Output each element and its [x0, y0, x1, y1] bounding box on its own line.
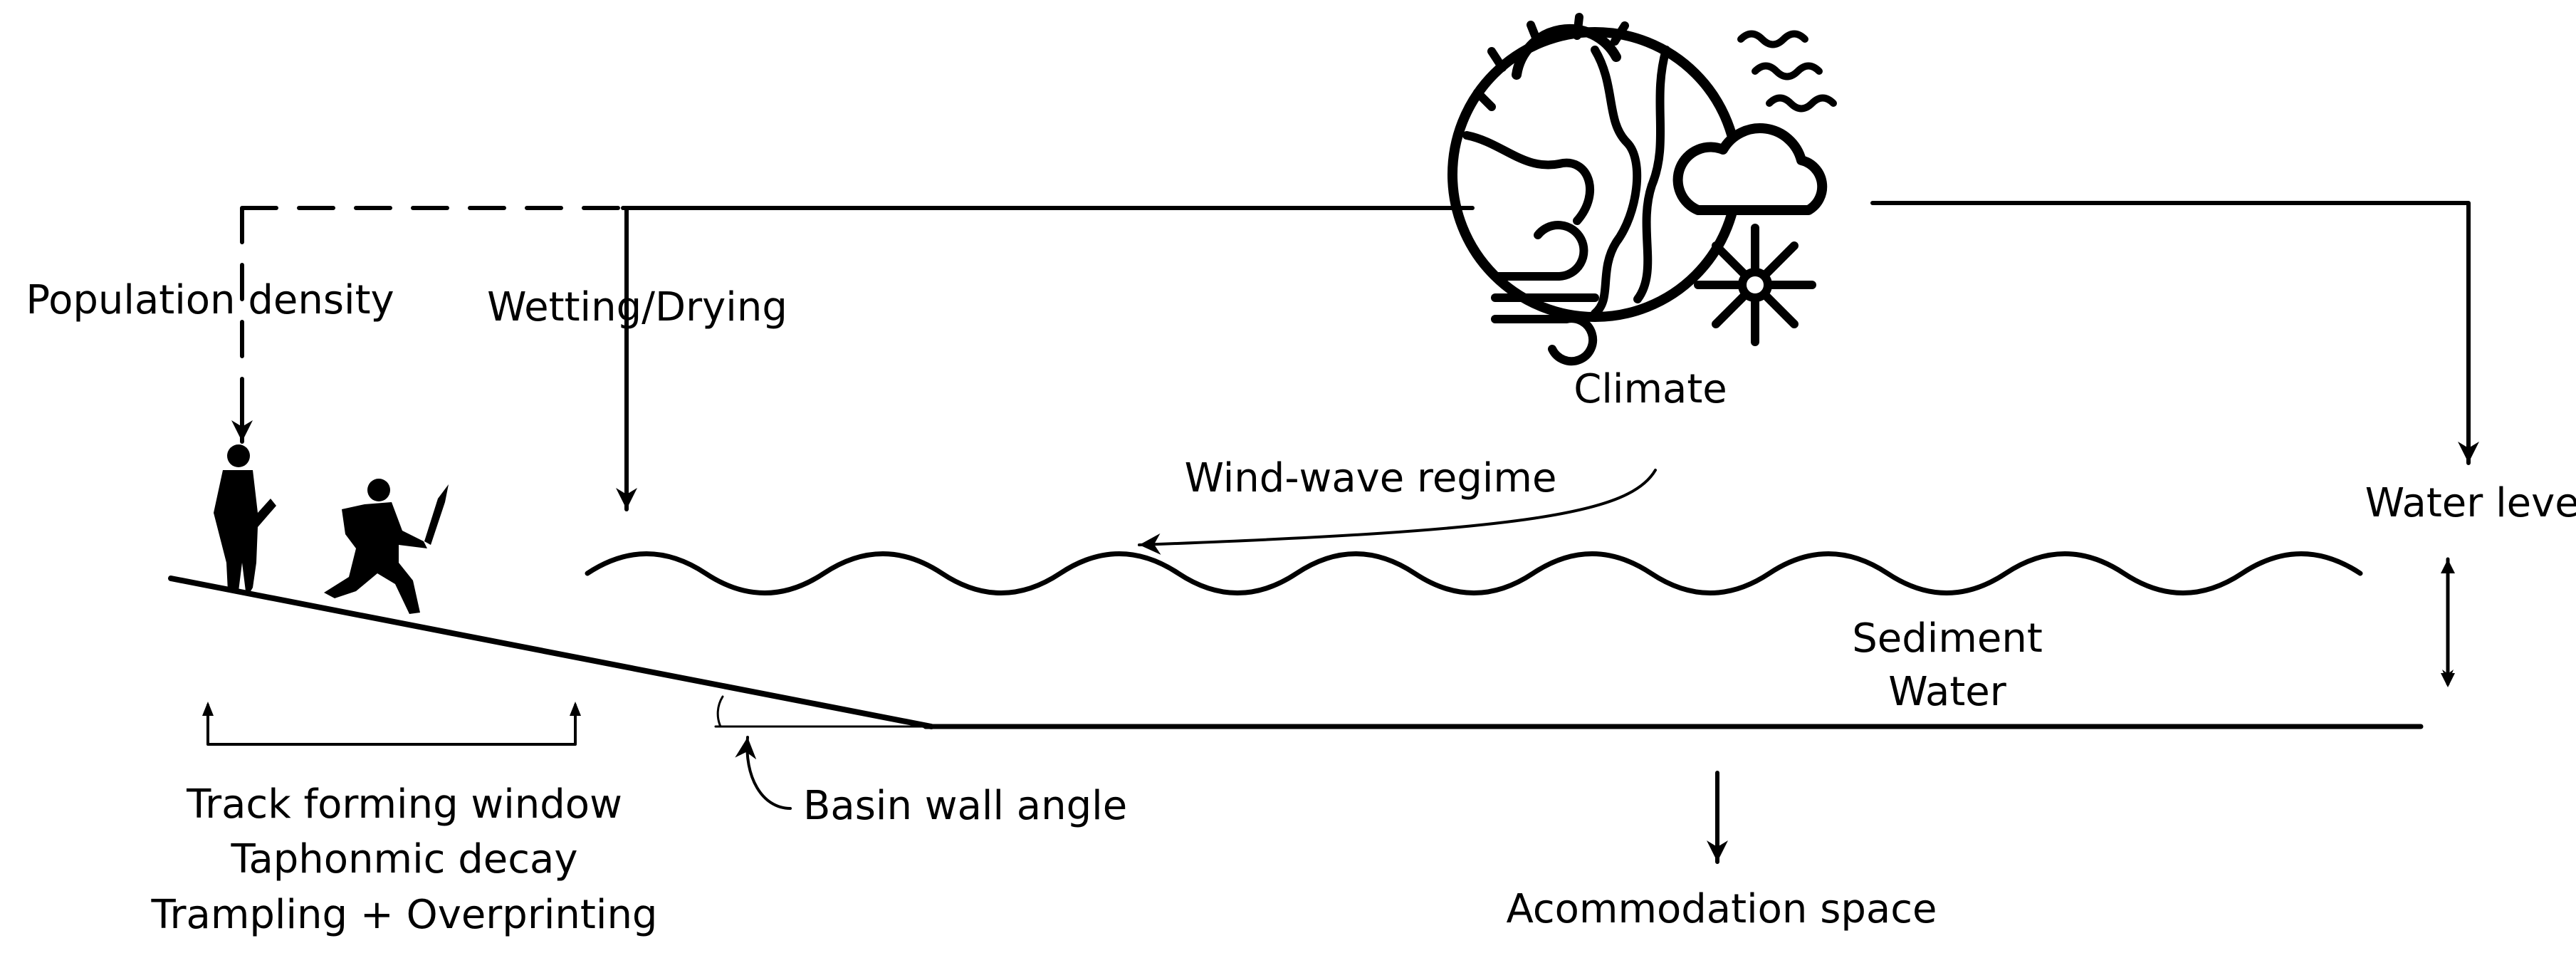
water-label: Water: [1888, 669, 2007, 715]
track-window-bracket: [206, 704, 577, 746]
climate-label: Climate: [1574, 366, 1727, 412]
population-dashed-connector: [240, 206, 625, 429]
water-level-label: Water level: [2365, 480, 2576, 526]
accommodation-space-label: Acommodation space: [1507, 886, 1937, 932]
climate-globe-weather-icon: [1447, 13, 1837, 366]
sediment-label: Sediment: [1852, 615, 2043, 662]
wetting-drying-label: Wetting/Drying: [487, 284, 787, 330]
trampling-overprinting-label: Trampling + Overprinting: [151, 892, 658, 938]
taphonomic-decay-label: Taphonmic decay: [231, 836, 578, 882]
basin-wall-angle-label: Basin wall angle: [803, 783, 1127, 829]
basin-wall-angle-pointer: [735, 736, 792, 810]
track-forming-window-label: Track forming window: [186, 781, 622, 828]
basin-slope-line: [168, 576, 934, 729]
wind-wave-regime-arrow: [1138, 469, 1657, 555]
wind-wave-regime-label: Wind-wave regime: [1185, 455, 1557, 501]
basin-angle-arc: [716, 695, 724, 728]
water-surface-wave: [585, 551, 2363, 595]
population-density-label: Population density: [26, 277, 394, 323]
human-silhouettes-icon: [214, 444, 449, 614]
water-level-connector: [1870, 201, 2479, 465]
